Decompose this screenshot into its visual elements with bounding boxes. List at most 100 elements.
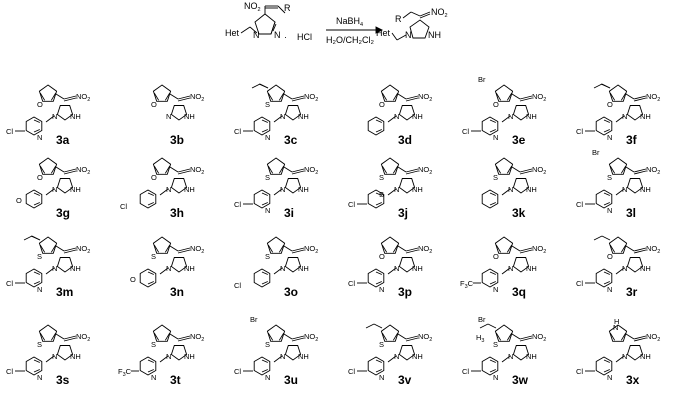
double-bond bbox=[278, 332, 284, 341]
double-bond bbox=[147, 281, 154, 285]
imidazolidine-ring bbox=[626, 257, 644, 273]
methylene-bond bbox=[625, 245, 635, 252]
double-bond bbox=[147, 369, 154, 373]
methylene-bond bbox=[511, 333, 521, 340]
chloro-substituent: Cl bbox=[576, 127, 583, 136]
pyridine-n: N bbox=[37, 133, 42, 142]
compound-label: 3t bbox=[170, 373, 181, 387]
benzyl-bond bbox=[273, 115, 283, 123]
benzyl-bond bbox=[45, 267, 55, 275]
n-label: N bbox=[52, 185, 57, 194]
n-label: N bbox=[622, 185, 627, 194]
imidazolidine-ring bbox=[170, 257, 188, 273]
imidazolidine-ring bbox=[56, 345, 74, 361]
bromo-substituent: Br bbox=[478, 315, 486, 324]
nh-label: NH bbox=[184, 112, 195, 121]
nitro-group: NO2 bbox=[304, 244, 318, 255]
alkene-bond bbox=[291, 170, 305, 175]
imidazolidine-ring bbox=[626, 345, 644, 361]
aromatic-ring bbox=[481, 189, 499, 209]
compound-label: 3w bbox=[512, 373, 529, 387]
chloro-substituent: Cl bbox=[576, 279, 583, 288]
oxygen-atom: O bbox=[379, 252, 385, 261]
nh-label: NH bbox=[640, 264, 651, 273]
double-bond bbox=[40, 165, 46, 174]
compound-label: 3p bbox=[398, 285, 412, 299]
methylene-bond bbox=[55, 245, 65, 252]
imidazolidine-ring bbox=[56, 105, 74, 121]
double-bond bbox=[375, 359, 382, 363]
alkene-bond bbox=[405, 170, 419, 175]
nh-label: NH bbox=[70, 112, 81, 121]
pyridine-n: N bbox=[379, 285, 384, 294]
ethyl-bond bbox=[373, 323, 383, 329]
double-bond bbox=[268, 165, 274, 174]
chloro-substituent: Cl bbox=[348, 367, 355, 376]
nh-label: NH bbox=[412, 352, 423, 361]
nh-label: NH bbox=[412, 185, 423, 194]
nitro-group: NO2 bbox=[418, 332, 432, 343]
heteroaryl-ring bbox=[38, 324, 58, 342]
nh-label: NH bbox=[70, 185, 81, 194]
product-r: R bbox=[395, 14, 402, 24]
chloro-substituent: Cl bbox=[576, 367, 583, 376]
alkene-bond bbox=[177, 247, 191, 252]
double-bond bbox=[610, 244, 616, 253]
double-bond bbox=[40, 332, 46, 341]
alkene-bond bbox=[405, 249, 419, 254]
benzyl-bond bbox=[45, 115, 55, 123]
aromatic-ring bbox=[481, 356, 499, 376]
nh-label: NH bbox=[526, 264, 537, 273]
double-bond bbox=[392, 92, 398, 101]
imidazolidine-ring bbox=[284, 105, 302, 121]
imidazolidine-ring bbox=[170, 345, 188, 361]
nh-label: NH bbox=[640, 352, 651, 361]
compound-label: 3k bbox=[512, 206, 526, 220]
methylene-bond bbox=[55, 93, 65, 100]
n-label: N bbox=[280, 112, 285, 121]
pyridine-n: N bbox=[379, 373, 384, 382]
benzyl-bond bbox=[159, 355, 169, 363]
nitro-group: NO2 bbox=[304, 92, 318, 103]
alkene-bond bbox=[63, 168, 77, 173]
compound-label: 3s bbox=[56, 373, 70, 387]
sulfur-atom: S bbox=[493, 173, 498, 182]
double-bond bbox=[33, 281, 40, 285]
compound-label: 3f bbox=[626, 133, 638, 147]
double-bond bbox=[603, 129, 610, 133]
aromatic-ring bbox=[595, 356, 613, 376]
alkene-bond bbox=[519, 95, 533, 100]
sulfur-atom: S bbox=[493, 340, 498, 349]
methylene-bond bbox=[283, 93, 293, 100]
aromatic-ring bbox=[253, 189, 271, 209]
benzyl-bond bbox=[501, 115, 511, 123]
heteroaryl-ring bbox=[608, 236, 628, 254]
heteroaryl-ring bbox=[38, 157, 58, 175]
double-bond bbox=[50, 92, 56, 101]
methylene-bond bbox=[55, 333, 65, 340]
methylene-bond bbox=[283, 166, 293, 173]
pyridine-n: N bbox=[37, 285, 42, 294]
imidazolidine-ring bbox=[56, 178, 74, 194]
benzyl-bond bbox=[501, 355, 511, 363]
ethyl-bond bbox=[601, 83, 611, 89]
double-bond bbox=[40, 92, 46, 101]
product-n: N bbox=[405, 30, 412, 40]
alkene-bond bbox=[405, 335, 419, 340]
product-nitro: NO2 bbox=[431, 7, 448, 19]
compound-label: 3j bbox=[398, 206, 408, 220]
pyridine-n: N bbox=[37, 373, 42, 382]
reagent-nabh4: NaBH4 bbox=[336, 16, 363, 28]
alkene-bond bbox=[63, 249, 77, 254]
ethyl-bond bbox=[251, 83, 261, 89]
reactant-n1: N bbox=[253, 30, 260, 40]
double-bond bbox=[261, 202, 268, 206]
cf3-substituent: F3C bbox=[460, 279, 474, 290]
